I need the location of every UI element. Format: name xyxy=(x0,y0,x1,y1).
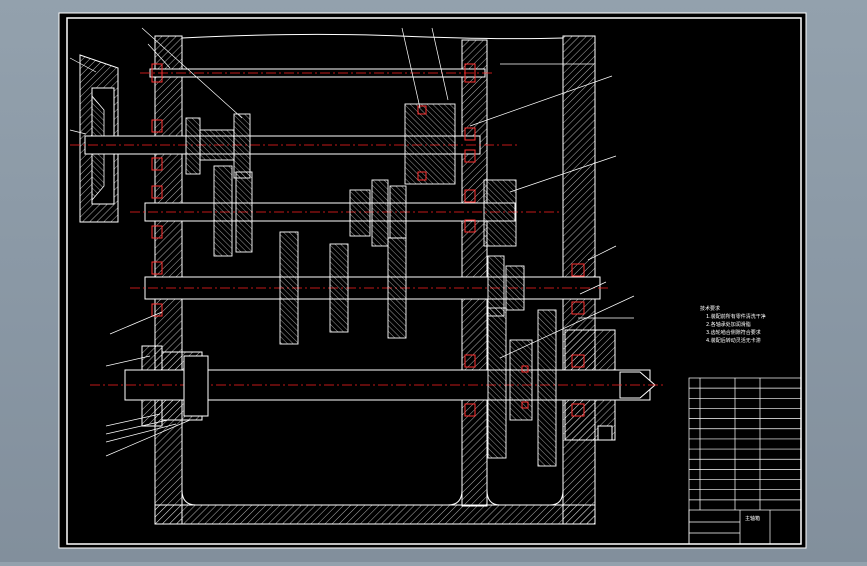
gear-c5 xyxy=(505,265,525,311)
housing xyxy=(154,33,596,525)
gear-a1 xyxy=(185,117,201,175)
spindle-left-bearing xyxy=(141,345,209,427)
title-block-drawing-title: 主轴箱 xyxy=(745,515,760,522)
note-line-4: 4.装配后转动灵活无卡滞 xyxy=(706,337,761,344)
housing-inner-left xyxy=(181,489,463,506)
gears xyxy=(185,103,557,467)
drawing-frame xyxy=(66,17,802,545)
housing-middle-wall xyxy=(461,39,488,507)
title-block xyxy=(688,377,802,545)
gear-d1 xyxy=(487,307,507,459)
note-line-2: 2.各轴承处加润滑脂 xyxy=(706,321,751,328)
gear-hub-3 xyxy=(483,179,517,247)
technical-notes: 技术要求 1.装配前所有零件清洗干净 2.各轴承处加润滑脂 3.齿轮啮合侧隙符合… xyxy=(700,305,766,344)
gear-c3 xyxy=(387,237,407,339)
gear-a2 xyxy=(233,113,251,179)
housing-bottom xyxy=(154,504,596,525)
gear-d2 xyxy=(537,309,557,467)
spindle-right-bearing xyxy=(564,329,616,441)
housing-top-line xyxy=(181,33,564,40)
gear-c4 xyxy=(487,255,505,317)
gear-b5 xyxy=(389,185,407,239)
gear-c2 xyxy=(329,243,349,333)
gear-a3 xyxy=(199,129,235,161)
notes-heading: 技术要求 xyxy=(700,305,720,312)
gear-d3 xyxy=(509,339,533,421)
housing-inner-right xyxy=(486,489,564,506)
clutch-block xyxy=(404,103,456,185)
gear-b3 xyxy=(349,189,371,237)
gear-b2 xyxy=(235,171,253,253)
gear-b4 xyxy=(371,179,389,247)
note-line-1: 1.装配前所有零件清洗干净 xyxy=(706,313,766,320)
bearing-markers xyxy=(151,63,585,417)
gear-c1 xyxy=(279,231,299,345)
gear-b1 xyxy=(213,165,233,257)
note-line-3: 3.齿轮啮合侧隙符合要求 xyxy=(706,329,761,336)
leader-lines xyxy=(69,27,635,457)
